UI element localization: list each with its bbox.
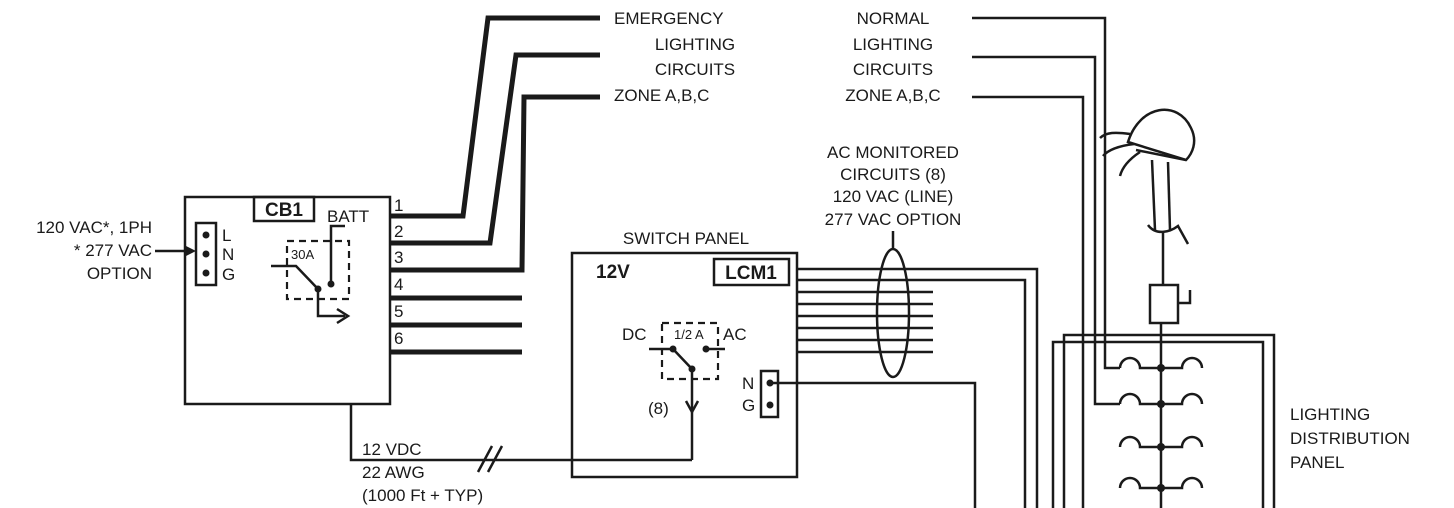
cb1-breaker-arrow-head	[336, 307, 351, 325]
relay-rating: 1/2 A	[674, 327, 704, 342]
ac-monitored-line4: 277 VAC OPTION	[825, 210, 962, 229]
relay-dc-label: DC	[622, 325, 647, 344]
cb1-output-4: 4	[394, 275, 403, 294]
input-arrow-head	[184, 245, 196, 257]
relay-count-label: (8)	[648, 399, 669, 418]
relay-switch-arm	[672, 348, 693, 370]
emergency-label-line2: LIGHTING	[655, 35, 735, 54]
cb1-terminal-n: N	[222, 245, 234, 264]
normal-circuit-wire-1	[972, 16, 1120, 370]
emergency-label-line1: EMERGENCY	[614, 9, 724, 28]
photocell-icon	[1148, 283, 1192, 325]
cb1-label: CB1	[265, 200, 303, 221]
cb1-terminal-g-dot	[202, 269, 210, 277]
distribution-panel-label-line1: LIGHTING	[1290, 405, 1370, 424]
monitored-circuit-wire-1	[797, 267, 1039, 508]
ac-monitored-line3: 120 VAC (LINE)	[833, 187, 954, 206]
emergency-circuit-wire-1	[390, 15, 600, 219]
dc-cable-length: (1000 Ft + TYP)	[362, 486, 483, 505]
dc-cable-wire	[349, 404, 692, 462]
switch-panel-terminal-g-dot	[766, 401, 774, 409]
breaker-symbols-row-1	[1118, 356, 1204, 370]
relay-dashed-box	[660, 321, 720, 381]
monitored-circuit-wire-2	[797, 278, 1027, 508]
emergency-circuit-wire-2	[390, 52, 600, 246]
dc-cable-break-mark-1	[476, 445, 494, 473]
switch-panel-title: SWITCH PANEL	[623, 229, 749, 248]
cb1-breaker-contact-top	[327, 280, 335, 288]
ac-monitored-bundle-ellipse	[875, 247, 911, 379]
switch-panel-box	[570, 251, 799, 479]
relay-ac-label: AC	[723, 325, 747, 344]
normal-circuit-wire-3	[972, 95, 1085, 508]
emergency-label-line3: CIRCUITS	[655, 60, 735, 79]
input-label-option: OPTION	[87, 264, 152, 283]
breaker-symbols-row-4	[1118, 476, 1204, 490]
cb1-terminal-l: L	[222, 226, 231, 245]
dc-cable-gauge: 22 AWG	[362, 463, 425, 482]
distribution-panel-label-line2: DISTRIBUTION	[1290, 429, 1410, 448]
cb1-output-5: 5	[394, 302, 403, 321]
cb1-terminal-n-dot	[202, 250, 210, 258]
input-label-option-voltage: * 277 VAC	[74, 241, 152, 260]
distribution-panel-label-line3: PANEL	[1290, 453, 1345, 472]
lcm1-label-box	[712, 257, 791, 287]
breaker-symbols-row-2	[1118, 392, 1204, 406]
switch-panel-terminal-g: G	[742, 396, 755, 415]
neutral-wire	[770, 381, 977, 508]
cb1-output-3: 3	[394, 248, 403, 267]
input-label-voltage: 120 VAC*, 1PH	[36, 218, 152, 237]
emergency-circuit-wire-3	[390, 94, 600, 273]
dc-cable-break-mark-2	[486, 445, 504, 473]
dc-cable-voltage: 12 VDC	[362, 440, 422, 459]
relay-ac-contact-dot	[702, 345, 710, 353]
cb1-breaker-output-wire	[316, 289, 345, 318]
normal-label-line3: CIRCUITS	[853, 60, 933, 79]
relay-output-arrow	[684, 400, 700, 415]
cb1-breaker-input-wire	[271, 264, 319, 290]
distribution-panel-inner	[1062, 333, 1276, 508]
switch-panel-voltage: 12V	[596, 262, 630, 283]
light-fixture-icon	[1099, 108, 1196, 285]
cb1-batt-wire	[329, 224, 345, 284]
normal-label-line1: NORMAL	[857, 9, 930, 28]
normal-label-line2: LIGHTING	[853, 35, 933, 54]
ac-monitored-line2: CIRCUITS (8)	[840, 165, 946, 184]
breaker-symbols-row-3	[1118, 435, 1204, 449]
emergency-label-line4: ZONE A,B,C	[614, 86, 709, 105]
cb1-output-2: 2	[394, 222, 403, 241]
cb1-label-box	[252, 195, 316, 223]
normal-circuit-wire-2	[972, 55, 1120, 406]
cb1-batt-label: BATT	[327, 207, 369, 226]
cb1-terminal-block	[194, 221, 218, 287]
cb1-terminal-g: G	[222, 265, 235, 284]
cb1-output-1: 1	[394, 196, 403, 215]
normal-label-line4: ZONE A,B,C	[845, 86, 940, 105]
cb1-breaker-rating: 30A	[291, 247, 314, 262]
switch-panel-terminal-n: N	[742, 374, 754, 393]
ac-monitored-line1: AC MONITORED	[827, 143, 959, 162]
switch-panel-terminal-block	[759, 369, 780, 419]
lcm1-label: LCM1	[725, 263, 777, 284]
cb1-terminal-l-dot	[202, 231, 210, 239]
distribution-panel-outer	[1051, 340, 1265, 508]
cb1-output-6: 6	[394, 329, 403, 348]
